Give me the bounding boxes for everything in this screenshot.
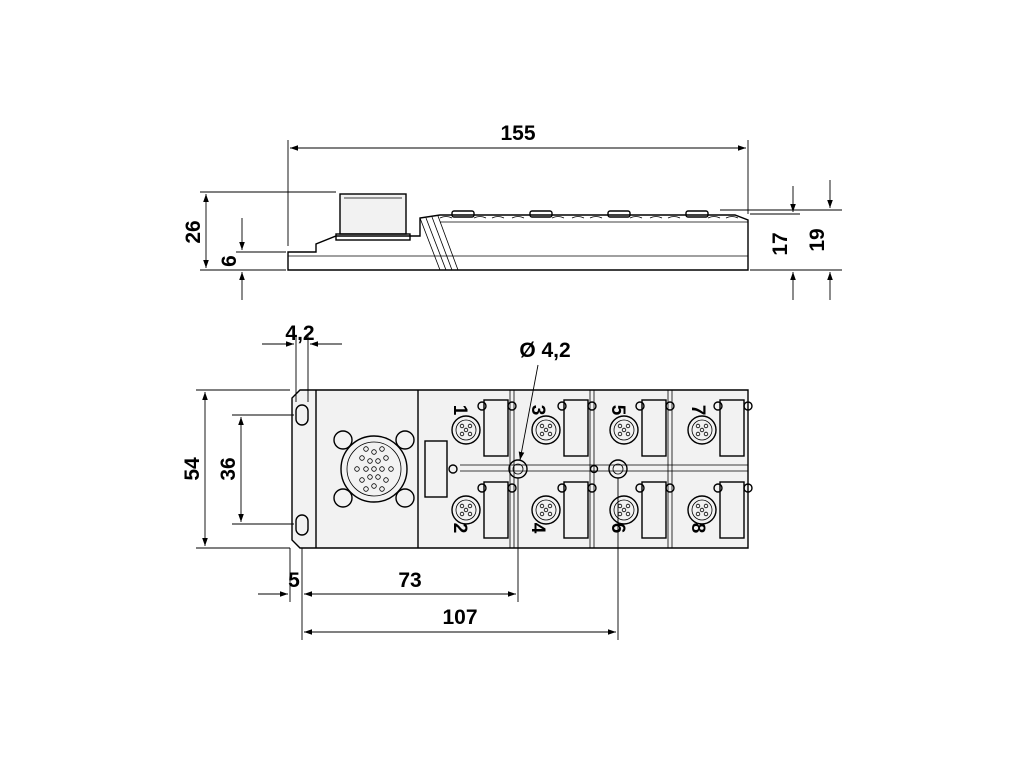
led-status	[448, 464, 458, 474]
dim-label-17: 17	[769, 232, 792, 255]
mounting-slot-top	[295, 404, 309, 426]
port-label-5: 5	[607, 405, 628, 416]
m8-port-5	[609, 399, 675, 457]
dim-label-26: 26	[182, 220, 205, 243]
dim-label-155: 155	[500, 122, 535, 145]
side-view: 155 26 6 17 19	[182, 122, 842, 300]
port-label-8: 8	[687, 523, 708, 534]
port-label-6: 6	[607, 523, 628, 534]
m8-port-2	[451, 481, 517, 539]
port-label-3: 3	[527, 405, 548, 416]
mounting-slot-bottom	[295, 514, 309, 536]
port-label-7: 7	[687, 405, 708, 416]
port-label-1: 1	[449, 405, 470, 416]
dim-label-6: 6	[218, 255, 241, 267]
dim-label-4-2: 4,2	[285, 322, 314, 345]
side-connector	[339, 193, 407, 235]
port-label-4: 4	[527, 523, 548, 534]
m8-port-4	[531, 481, 597, 539]
m8-port-6	[609, 481, 675, 539]
m8-port-7	[687, 399, 753, 457]
dim-label-54: 54	[181, 457, 204, 481]
dim-leader-hole	[518, 364, 539, 461]
m8-port-1	[451, 399, 517, 457]
dim-label-hole-diameter: Ø 4,2	[519, 339, 570, 362]
m8-port-8	[687, 481, 753, 539]
label-field	[424, 440, 448, 498]
m23-connector	[333, 430, 415, 508]
side-port-caps	[439, 210, 739, 219]
side-body-outline	[287, 214, 749, 271]
m8-port-3	[531, 399, 597, 457]
dim-label-19: 19	[806, 228, 829, 251]
side-hatching	[419, 215, 459, 271]
dim-label-36: 36	[217, 457, 240, 480]
m8-ports	[451, 399, 753, 539]
dim-label-107: 107	[442, 606, 477, 629]
dim-label-5: 5	[288, 569, 300, 592]
top-view: 1 2 3 4 5 6 7 8 4,2 Ø 4,2 54 36 5	[181, 322, 753, 640]
port-label-2: 2	[449, 523, 470, 534]
dim-label-73: 73	[398, 569, 421, 592]
